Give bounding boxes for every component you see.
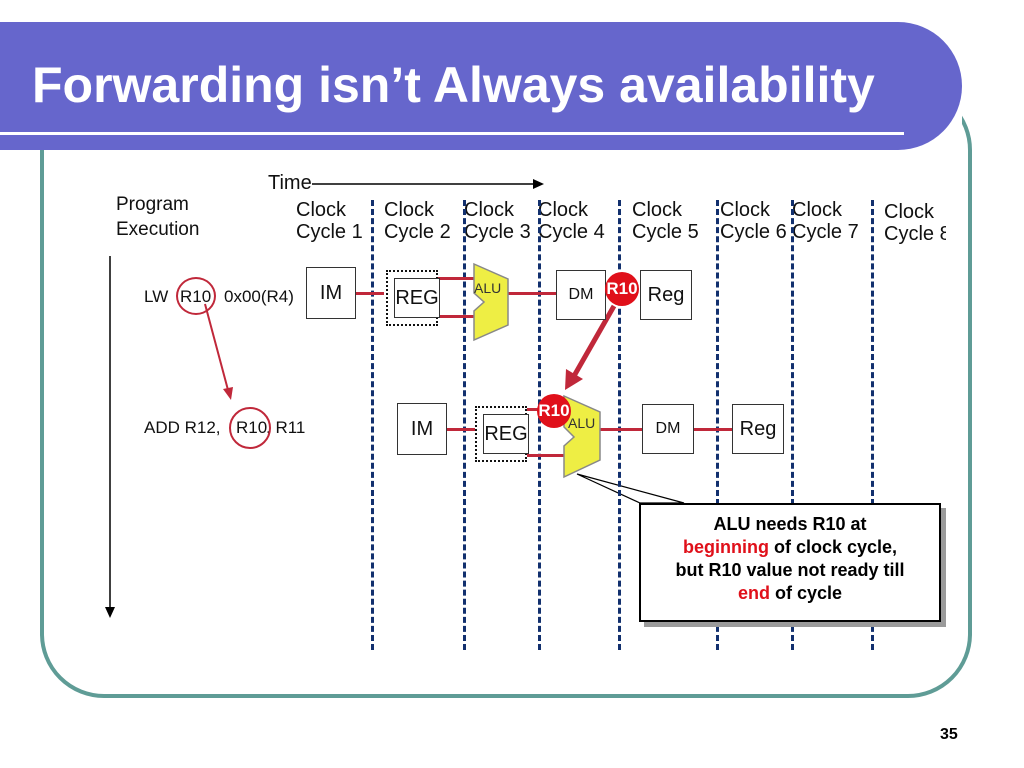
cycle-boundary-4 [618,200,621,650]
instr-add-reg-circle [229,407,271,449]
clock-cycle-8-clip: Cycle 8 [884,223,946,245]
row1-alu-label: ALU [474,280,502,296]
forward-arrow-line [571,304,617,378]
clock-cycle-1-line2: Cycle 1 [296,221,363,243]
row2-reg-stage: REG [475,406,529,462]
clock-cycle-8-line1: Clock [884,201,935,223]
clock-cycle-2-line1: Clock [384,199,435,221]
instr-add-rest: , R11 [266,418,306,437]
row1-im-stage: IM [306,267,356,319]
row2-wire-reg-alu-bottom [526,454,566,457]
clock-cycle-3-line1: Clock [464,199,515,221]
callout-line2: beginning of clock cycle, [641,536,939,559]
row2-alu-label: ALU [568,415,596,431]
row2-reg-label: REG [483,414,529,454]
time-arrow-head [533,179,544,189]
clock-cycle-4-line2: Cycle 4 [538,221,605,243]
clock-cycle-8-line2: Cycle 8 [884,223,946,245]
clock-cycle-6-line1: Clock [720,199,771,221]
cycle-boundary-6 [791,200,794,650]
time-label: Time [268,172,312,194]
dependency-arrow-line [204,303,229,391]
program-label-line2: Execution [116,219,200,240]
page-number: 35 [940,726,958,743]
clock-cycle-2-line2: Cycle 2 [384,221,451,243]
callout-line4: end of cycle [641,582,939,605]
clock-cycle-7-line2: Cycle 7 [792,221,859,243]
row1-wire-reg-alu-bottom [436,315,476,318]
row1-reg-label: REG [394,278,440,318]
row1-dm-stage: DM [556,270,606,320]
row1-wire-im-reg [356,292,384,295]
title-bar [0,22,962,150]
row1-wb-stage: Reg [640,270,692,320]
row1-wire-reg-alu-top [436,277,476,280]
row2-r10-forward-tag: R10 [537,394,571,428]
cycle-boundary-7 [871,200,874,650]
instr-lw-rest: 0x00(R4) [224,287,294,306]
row2-wire-dm-reg [694,428,732,431]
instr-lw-op: LW [144,287,169,306]
row2-wire-im-reg [447,428,475,431]
instr-add-op: ADD R12, [144,418,221,437]
row1-r10-forward-tag: R10 [605,272,639,306]
callout-line1: ALU needs R10 at [713,514,867,534]
callout-line2-rest: of clock cycle, [768,537,898,557]
cycle-boundary-1 [371,200,374,650]
clock-cycle-5-line1: Clock [632,199,683,221]
instr-lw-reg-circle [176,277,216,315]
cycle-boundary-2 [463,200,466,650]
clock-cycle-5-line2: Cycle 5 [632,221,699,243]
callout-beginning-word: beginning [682,537,769,557]
slide-title: Forwarding isn’t Always availability [32,57,875,113]
program-label-line1: Program [116,194,189,215]
callout-end-word: end [737,583,770,603]
clock-cycle-3-line2: Cycle 3 [464,221,531,243]
execution-arrow-head [105,607,115,618]
row1-wire-alu-dm [508,292,556,295]
clock-cycle-1-line1: Clock [296,199,347,221]
clock-cycle-4-line1: Clock [538,199,589,221]
clock-cycle-6-line2: Cycle 6 [720,221,787,243]
dependency-arrow-head [223,387,233,400]
forward-arrow-head [565,369,583,390]
hazard-callout: ALU needs R10 at beginning of clock cycl… [639,503,941,622]
row2-wb-stage: Reg [732,404,784,454]
row2-wire-alu-dm [600,428,642,431]
row2-dm-stage: DM [642,404,694,454]
clock-cycle-7-line1: Clock [792,199,843,221]
cycle-boundary-5 [716,200,719,650]
row1-reg-stage: REG [386,270,440,326]
callout-line4-rest: of cycle [769,583,843,603]
row2-im-stage: IM [397,403,447,455]
cycle-boundary-3 [538,200,541,650]
title-underline [0,132,904,135]
callout-line3: but R10 value not ready till [675,560,905,580]
